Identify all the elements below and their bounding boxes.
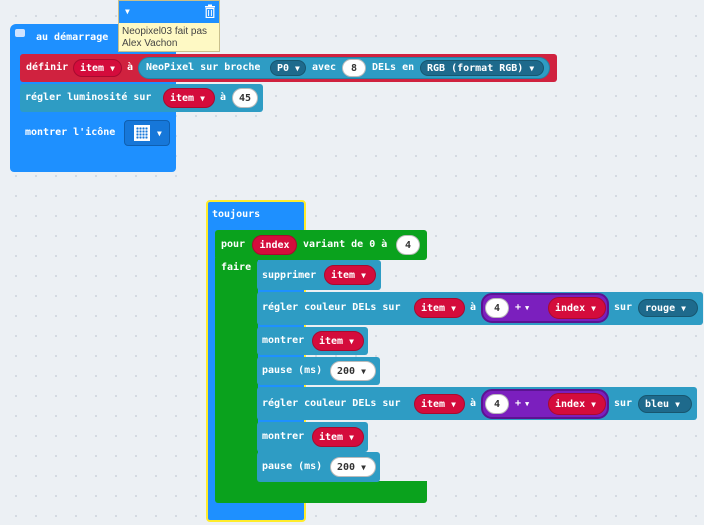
chevron-down-icon: ▼	[529, 63, 535, 73]
with-label: avec	[312, 62, 337, 73]
mode-dropdown[interactable]: RGB (format RGB) ▼	[420, 60, 544, 76]
grid-icon	[134, 125, 150, 141]
variable-name: index	[555, 302, 586, 314]
variable-name: item	[319, 335, 344, 347]
set-to-label: à	[127, 62, 134, 73]
set-pixel-color-block-2[interactable]	[257, 387, 697, 420]
add-right-index[interactable]: index ▼	[548, 297, 606, 319]
chevron-down-icon: ▼	[349, 336, 354, 346]
pause-label: pause (ms)	[262, 365, 323, 376]
chevron-down-icon: ▼	[361, 366, 366, 376]
set-color-label: régler couleur DELs sur	[262, 398, 401, 409]
variable-name: item	[331, 269, 356, 281]
variable-item-dropdown[interactable]: item ▼	[73, 59, 122, 77]
chevron-down-icon[interactable]: ▼	[125, 7, 130, 16]
for-end-input[interactable]: 4	[396, 235, 420, 255]
show-item-dropdown[interactable]: item ▼	[312, 331, 364, 351]
mode-value: RGB (format RGB)	[427, 62, 524, 74]
show-label: montrer	[262, 335, 305, 346]
brightness-to-label: à	[220, 92, 227, 103]
chevron-down-icon: ▼	[525, 304, 530, 312]
set-color-label: régler couleur DELs sur	[262, 302, 401, 313]
chevron-down-icon: ▼	[525, 400, 530, 408]
chevron-down-icon: ▼	[681, 303, 686, 313]
pause-value: 200	[337, 461, 356, 473]
set-brightness-block[interactable]	[20, 84, 263, 112]
operator-value: +	[515, 398, 522, 409]
chevron-down-icon: ▼	[675, 399, 680, 409]
chevron-down-icon: ▼	[451, 303, 456, 313]
pause-label: pause (ms)	[262, 461, 323, 472]
variable-name: item	[80, 62, 105, 74]
forever-label: toujours	[212, 209, 261, 220]
brightness-input[interactable]: 45	[232, 88, 258, 108]
operator-dropdown[interactable]: +▼	[515, 398, 529, 409]
led-count-input[interactable]: 8	[342, 59, 366, 77]
chevron-down-icon: ▼	[349, 432, 354, 442]
variable-name: item	[170, 92, 195, 104]
comment-text[interactable]: Neopixel03 fait pas Alex Vachon	[122, 26, 207, 50]
color-value: bleu	[645, 398, 670, 410]
pause-value-dropdown[interactable]: 200 ▼	[330, 361, 376, 381]
for-loop-body	[215, 258, 258, 488]
set-pixel-color-block-1[interactable]	[257, 292, 703, 325]
clear-item-dropdown[interactable]: item ▼	[324, 265, 376, 285]
add-left-input[interactable]: 4	[485, 394, 509, 414]
on-label: sur	[614, 302, 633, 313]
pause-value: 200	[337, 365, 356, 377]
neopixel-label: NeoPixel sur broche	[146, 62, 261, 73]
clear-label: supprimer	[262, 270, 317, 281]
set-color-item-dropdown[interactable]: item ▼	[414, 394, 465, 414]
operator-value: +	[515, 302, 522, 313]
brightness-label: régler luminosité sur	[25, 92, 152, 103]
index-variable[interactable]: index	[252, 235, 297, 255]
variable-name: item	[319, 431, 344, 443]
operator-dropdown[interactable]: +▼	[515, 302, 529, 313]
add-left-input[interactable]: 4	[485, 298, 509, 318]
chevron-down-icon: ▼	[361, 462, 366, 472]
do-label: faire	[221, 262, 252, 273]
chevron-down-icon: ▼	[110, 63, 115, 73]
varies-label: variant de 0 à	[303, 239, 388, 250]
leds-in-label: DELs en	[372, 62, 415, 73]
on-label: sur	[614, 398, 633, 409]
pause-value-dropdown[interactable]: 200 ▼	[330, 457, 376, 477]
show-item-dropdown[interactable]: item ▼	[312, 427, 364, 447]
chevron-down-icon: ▼	[200, 93, 205, 103]
variable-name: index	[555, 398, 586, 410]
for-loop-block[interactable]	[215, 230, 427, 260]
chevron-down-icon: ▼	[591, 303, 596, 313]
chevron-down-icon: ▼	[591, 399, 596, 409]
trash-icon[interactable]	[204, 4, 216, 18]
chevron-down-icon: ▼	[361, 270, 366, 280]
chevron-down-icon: ▼	[451, 399, 456, 409]
show-label: montrer	[262, 431, 305, 442]
comment-header[interactable]	[119, 1, 219, 23]
brightness-item-dropdown[interactable]: item ▼	[163, 88, 215, 108]
comment-line-1: Neopixel03 fait pas	[122, 26, 208, 37]
variable-name: item	[421, 302, 446, 314]
pin-dropdown[interactable]: P0 ▼	[270, 60, 306, 76]
comment-icon[interactable]	[15, 29, 25, 37]
chevron-down-icon: ▼	[157, 129, 162, 138]
variable-name: item	[421, 398, 446, 410]
set-label: définir	[26, 62, 69, 73]
set-color-to-label: à	[470, 302, 477, 313]
comment-line-2: Alex Vachon	[122, 38, 178, 49]
comment-bubble[interactable]: ▼ Neopixel03 fait pas Alex Vachon	[118, 0, 220, 52]
add-right-index[interactable]: index ▼	[548, 393, 606, 415]
set-color-to-label: à	[470, 398, 477, 409]
color-value: rouge	[645, 302, 676, 314]
set-color-item-dropdown[interactable]: item ▼	[414, 298, 465, 318]
icon-picker-dropdown[interactable]: ▼	[124, 120, 170, 146]
for-label: pour	[221, 239, 246, 250]
on-start-label: au démarrage	[36, 32, 109, 43]
show-icon-label: montrer l'icône	[25, 127, 116, 138]
pin-value: P0	[277, 62, 290, 74]
color-dropdown[interactable]: rouge ▼	[638, 299, 698, 317]
chevron-down-icon: ▼	[295, 63, 300, 73]
for-loop-footer	[215, 481, 427, 503]
color-dropdown[interactable]: bleu ▼	[638, 395, 692, 413]
